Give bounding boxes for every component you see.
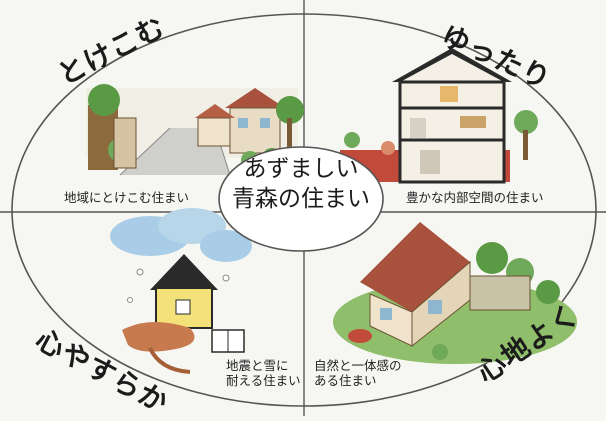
caption-bottom-right: 自然と一体感の ある住まい xyxy=(314,358,402,388)
storm-resistant-house-illustration xyxy=(110,208,252,374)
caption-top-left: 地域にとけこむ住まい xyxy=(64,190,190,205)
house-with-garden-illustration xyxy=(333,222,577,364)
center-title-line2: 青森の住まい xyxy=(232,186,370,212)
caption-bottom-left: 地震と雪に 耐える住まい xyxy=(226,358,301,388)
caption-bottom-left-line1: 地震と雪に xyxy=(226,358,289,373)
street-houses-illustration xyxy=(86,84,304,176)
caption-bottom-right-line2: ある住まい xyxy=(314,373,377,388)
center-title-line1: あずましい xyxy=(243,156,359,182)
caption-top-right: 豊かな内部空間の住まい xyxy=(406,190,544,205)
caption-bottom-left-line2: 耐える住まい xyxy=(226,373,301,388)
center-ellipse xyxy=(218,146,384,252)
center-title: あずましい 青森の住まい xyxy=(222,154,380,214)
caption-bottom-right-line1: 自然と一体感の xyxy=(314,358,402,373)
